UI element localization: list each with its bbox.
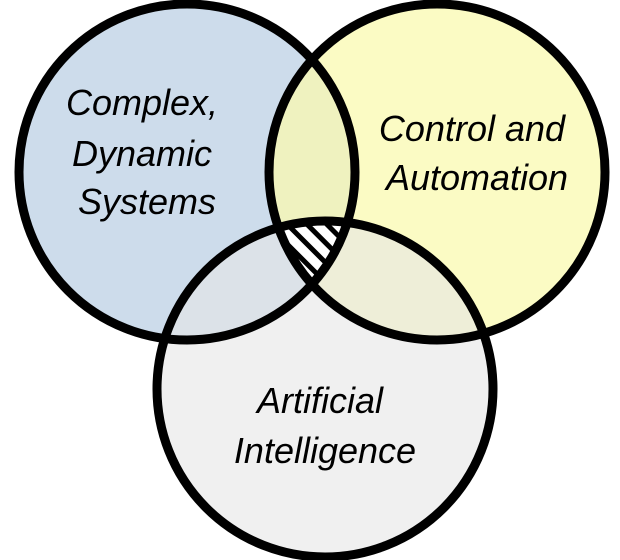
label-line: Systems (78, 181, 216, 222)
outline-complex-dynamic-systems (14, 0, 360, 345)
label-control-and-automation: Control and Automation (379, 108, 575, 198)
label-line: Complex, (66, 82, 218, 123)
outline-control-and-automation (264, 0, 610, 345)
label-line: Control and (379, 108, 566, 149)
label-line: Automation (384, 157, 568, 198)
label-line: Dynamic (72, 133, 212, 174)
circle-artificial-intelligence (157, 221, 493, 557)
circle-outlines (14, 0, 610, 560)
label-complex-dynamic-systems: Complex, Dynamic Systems (66, 82, 228, 222)
label-artificial-intelligence: Artificial Intelligence (234, 380, 416, 471)
outline-artificial-intelligence (152, 216, 498, 560)
label-line: Intelligence (234, 430, 416, 471)
label-line: Artificial (255, 380, 384, 421)
